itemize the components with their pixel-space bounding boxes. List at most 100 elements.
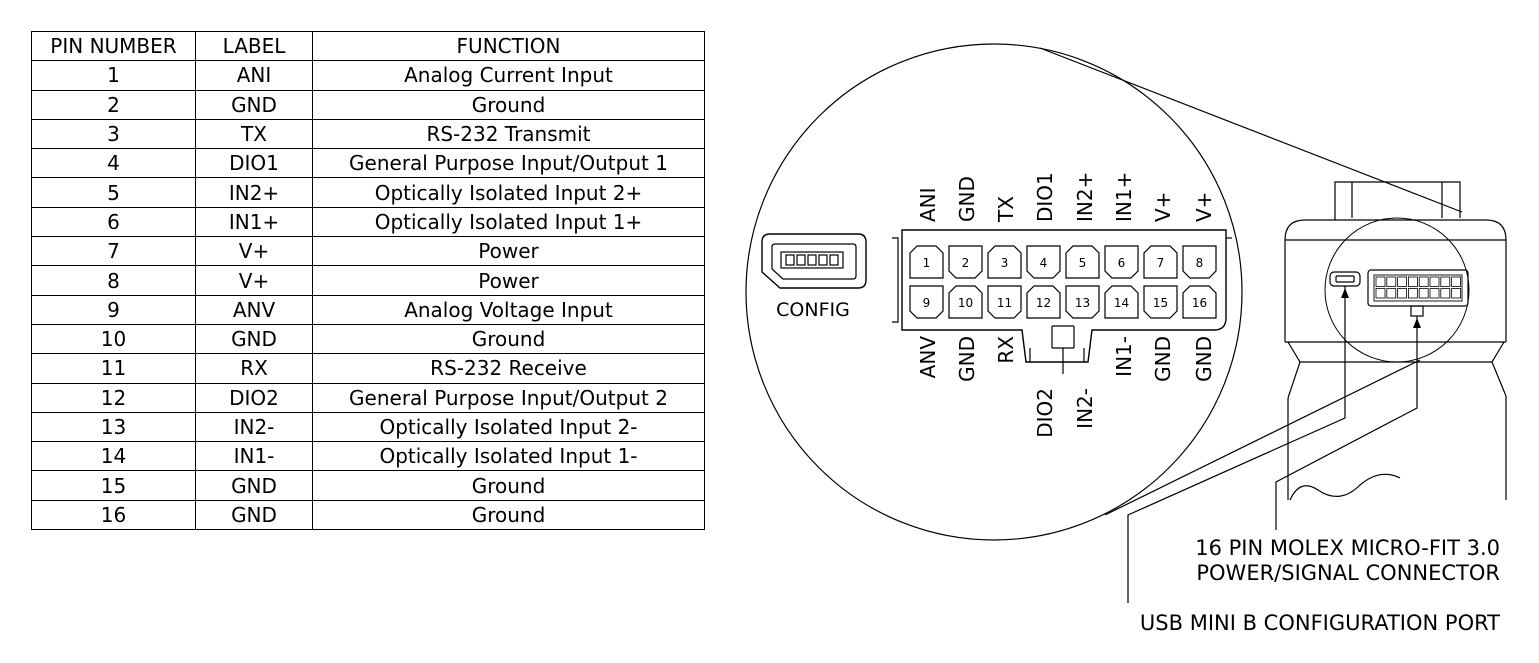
- connector-pin-5: [1065, 245, 1100, 279]
- bottom-pin-label: RX: [994, 336, 1018, 364]
- pin-number: 3: [1001, 256, 1009, 270]
- device-connector-pin: [1375, 276, 1386, 287]
- pin-number-cell: 4: [31, 148, 196, 179]
- connector-pin-7: [1143, 245, 1178, 279]
- label-cell: IN1+: [195, 206, 313, 238]
- pin-number: 2: [962, 256, 970, 270]
- pin-number: 16: [1192, 296, 1207, 310]
- pin-number-cell: 16: [31, 499, 196, 531]
- device-connector-pin: [1408, 276, 1418, 287]
- connector-pin-9: [909, 285, 944, 319]
- pin-number-cell: 6: [31, 206, 196, 238]
- usb-contact: [807, 254, 817, 266]
- bottom-pin-label: IN2-: [1073, 388, 1097, 429]
- device-connector-pin: [1429, 288, 1440, 299]
- pin-number-cell: 9: [31, 294, 196, 325]
- top-pin-label: V+: [1192, 192, 1216, 222]
- header-pin-number: PIN NUMBER: [31, 30, 196, 62]
- pin-number-cell: 14: [31, 441, 196, 472]
- device-power-connector: [1367, 269, 1469, 317]
- function-cell: RS-232 Transmit: [312, 118, 705, 150]
- label-cell: RX: [195, 353, 313, 384]
- config-label: CONFIG: [776, 299, 850, 321]
- pin-number-cell: 8: [31, 265, 196, 296]
- top-pin-label: DIO1: [1033, 172, 1057, 222]
- device-connector-pin: [1397, 276, 1407, 287]
- magnifier-tangent-bottom: [1104, 359, 1421, 516]
- header-function: FUNCTION: [312, 30, 705, 62]
- connector-pin-3: [987, 245, 1022, 279]
- pin-number-cell: 5: [31, 177, 196, 208]
- device-connector-pin: [1397, 288, 1407, 299]
- usb-contact: [785, 254, 795, 266]
- function-cell: Optically Isolated Input 1+: [312, 206, 705, 238]
- connector-pin-2: [948, 245, 983, 279]
- function-cell: RS-232 Receive: [312, 353, 705, 384]
- function-cell: Optically Isolated Input 2-: [312, 411, 705, 443]
- function-cell: Ground: [312, 499, 705, 531]
- function-cell: Ground: [312, 89, 705, 120]
- pin-number: 1: [923, 256, 931, 270]
- pin-number: 15: [1153, 296, 1168, 310]
- pin-number: 11: [997, 296, 1012, 310]
- label-cell: IN1-: [195, 441, 313, 472]
- pin-number-cell: 13: [31, 411, 196, 443]
- config-usb-port: [761, 233, 867, 289]
- label-cell: V+: [195, 236, 313, 267]
- connector-pin-6: [1104, 245, 1139, 279]
- usb-contact: [796, 254, 806, 266]
- pin-number: 6: [1118, 256, 1126, 270]
- pin-number: 7: [1157, 256, 1165, 270]
- device-connector-pin: [1451, 276, 1461, 287]
- function-cell: Optically Isolated Input 1-: [312, 441, 705, 472]
- pin-number: 14: [1114, 296, 1129, 310]
- function-cell: Ground: [312, 470, 705, 501]
- pin-number-cell: 10: [31, 323, 196, 355]
- device-connector-pin: [1451, 288, 1461, 299]
- device-body: [1284, 181, 1507, 501]
- label-cell: GND: [195, 470, 313, 501]
- connector-pin-4: [1026, 245, 1061, 279]
- pin-number-cell: 12: [31, 382, 196, 413]
- magnifier-circle: [745, 43, 1243, 541]
- header-label: LABEL: [195, 30, 313, 62]
- power-connector-housing: [892, 229, 1232, 374]
- usb-leader-line: [1127, 286, 1346, 603]
- device-connector-pin: [1440, 276, 1451, 287]
- pin-number: 13: [1075, 296, 1090, 310]
- usb-contact: [818, 254, 828, 266]
- bottom-pin-label: GND: [1192, 336, 1216, 382]
- callout-connector-line1: 16 PIN MOLEX MICRO-FIT 3.0: [1195, 536, 1500, 560]
- label-cell: DIO1: [195, 148, 313, 179]
- connector-leader-line: [1275, 316, 1418, 530]
- bottom-pin-label: GND: [955, 336, 979, 382]
- function-cell: Optically Isolated Input 2+: [312, 177, 705, 208]
- function-cell: Analog Current Input: [312, 60, 705, 91]
- bottom-pin-label: DIO2: [1033, 388, 1057, 438]
- function-cell: Ground: [312, 323, 705, 355]
- connector-pin-12: [1026, 285, 1061, 319]
- top-pin-label: GND: [955, 176, 979, 222]
- device-connector-pin: [1418, 288, 1429, 299]
- bottom-pin-label: GND: [1151, 336, 1175, 382]
- pin-number-cell: 11: [31, 353, 196, 384]
- connector-pin-8: [1182, 245, 1217, 279]
- pin-number: 5: [1079, 256, 1087, 270]
- function-cell: Analog Voltage Input: [312, 294, 705, 325]
- device-usb-port: [1329, 271, 1361, 287]
- bottom-pin-label: ANV: [916, 336, 940, 379]
- connector-pin-16: [1182, 285, 1217, 319]
